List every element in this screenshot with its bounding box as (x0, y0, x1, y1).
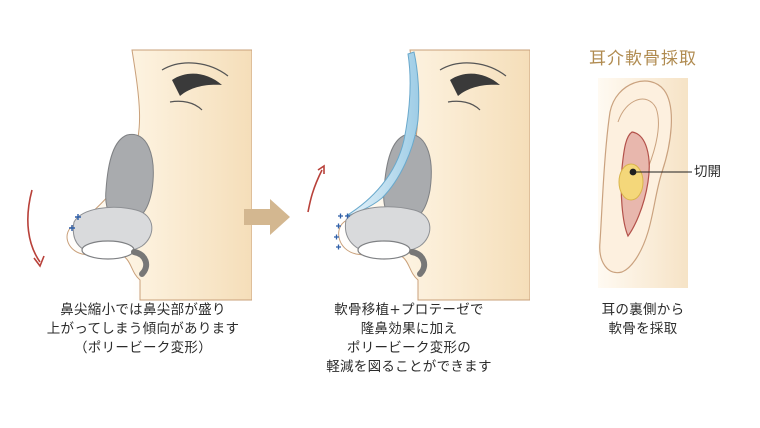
caption-line: 上がってしまう傾向があります (12, 320, 274, 339)
caption-ear: 耳の裏側から 軟骨を採取 (563, 301, 723, 339)
caption-line: 軽減を図ることができます (278, 358, 540, 377)
caption-line: ポリービーク変形の (278, 339, 540, 358)
transition-arrow (244, 197, 292, 237)
red-arrow (308, 170, 322, 212)
caption-line: （ポリービーク変形） (12, 339, 274, 358)
caption-line: 鼻尖縮小では鼻尖部が盛り (12, 301, 274, 320)
incision-label: 切開 (694, 160, 721, 180)
face-profile (67, 50, 252, 300)
ear-panel-title: 耳介軟骨採取 (568, 44, 718, 69)
ear-diagram (568, 72, 718, 292)
nostril (358, 241, 410, 259)
face-profile (339, 50, 530, 300)
nostril (82, 241, 134, 259)
red-arrow (28, 190, 40, 262)
nose-diagram-after (300, 40, 530, 310)
caption-after: 軟骨移植+プロテーゼで 隆鼻効果に加え ポリービーク変形の 軽減を図ることができ… (278, 301, 540, 377)
caption-line: 軟骨を採取 (563, 320, 723, 339)
caption-line: 耳の裏側から (563, 301, 723, 320)
caption-line: 軟骨移植+プロテーゼで (278, 301, 540, 320)
caption-before: 鼻尖縮小では鼻尖部が盛り 上がってしまう傾向があります （ポリービーク変形） (12, 301, 274, 358)
caption-line: 隆鼻効果に加え (278, 320, 540, 339)
nose-diagram-before (22, 40, 252, 310)
